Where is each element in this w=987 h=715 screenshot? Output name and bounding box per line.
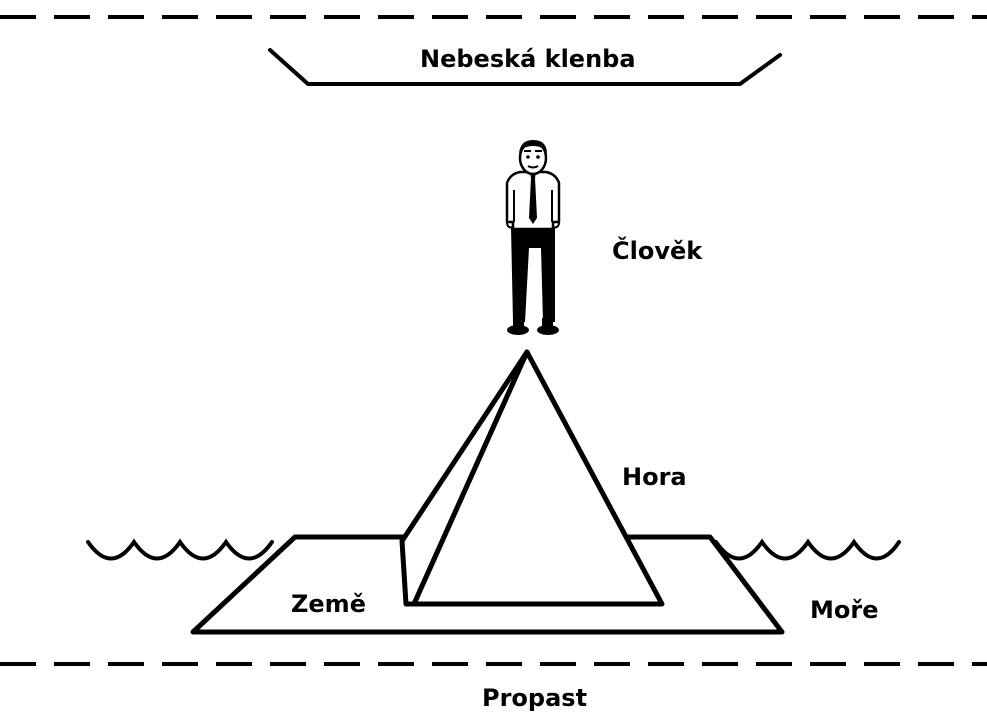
abyss-label: Propast: [482, 684, 588, 712]
sky-vault-shape: [268, 48, 782, 86]
sea-waves-left: [86, 538, 274, 561]
sky-label: Nebeská klenba: [420, 45, 636, 73]
mountain-label: Hora: [622, 463, 687, 491]
man-label: Člověk: [612, 237, 703, 265]
sea-waves-right: [714, 538, 901, 561]
man-icon: [505, 140, 561, 335]
earth-label: Země: [291, 590, 366, 618]
mountain-pyramid: [399, 349, 665, 607]
sea-label: Moře: [810, 596, 879, 624]
